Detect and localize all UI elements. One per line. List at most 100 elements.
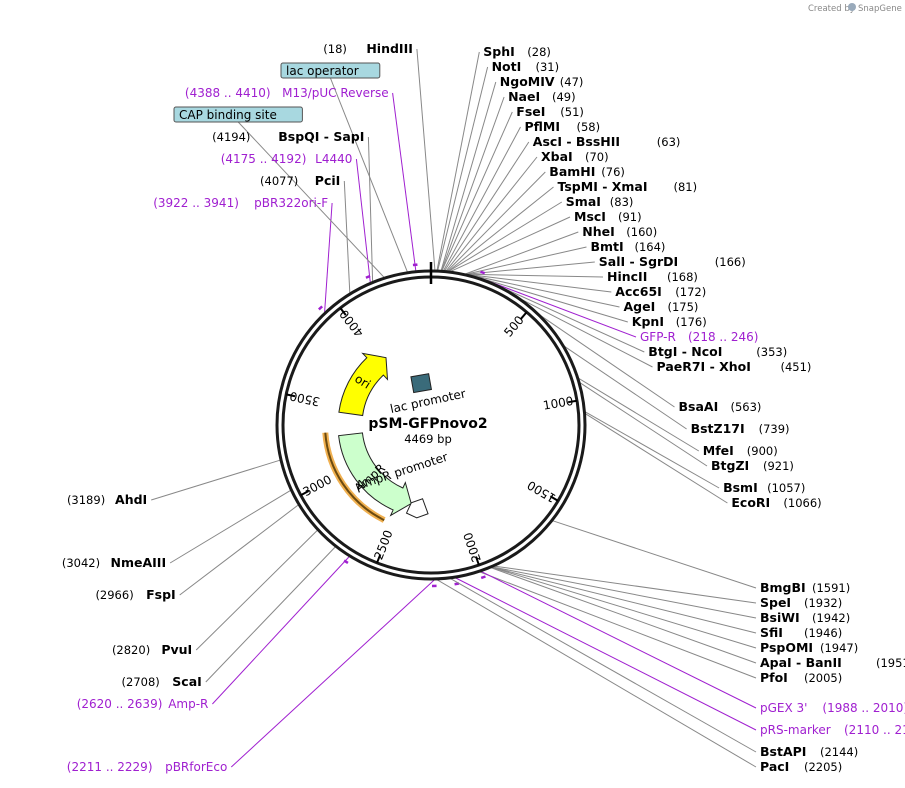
leader-fsei — [441, 111, 513, 271]
site-name: BamHI — [549, 164, 595, 179]
site-ecori[interactable]: EcoRI(1066) — [731, 495, 821, 510]
site-position: (18) — [323, 42, 347, 56]
box-label: CAP binding site — [179, 108, 277, 122]
leader-smai — [448, 201, 563, 272]
site-position: (4077) — [260, 174, 298, 188]
site-bsaai[interactable]: BsaAI(563) — [679, 399, 762, 414]
feature-ori[interactable] — [338, 352, 389, 417]
box-lac-operator[interactable]: lac operator — [280, 62, 381, 79]
site-pspomi[interactable]: PspOMI(1947) — [760, 640, 858, 655]
tick-label: 1000 — [542, 394, 574, 413]
site-name: AscI - BssHII — [533, 134, 620, 149]
leader-bsiwi — [492, 566, 757, 619]
site-name: HincII — [607, 269, 647, 284]
site-sali-sgrdi[interactable]: SalI - SgrDI(166) — [599, 254, 746, 269]
site-fsei[interactable]: FseI(51) — [516, 104, 584, 119]
site-bstapi[interactable]: BstAPI(2144) — [760, 744, 858, 759]
leader-nmeaiii — [169, 489, 291, 564]
label-leader-lines — [151, 48, 757, 768]
site-ngomiv[interactable]: NgoMIV(47) — [500, 74, 584, 89]
site-msci[interactable]: MscI(91) — [574, 209, 642, 224]
leader-pvui — [195, 530, 318, 651]
site-hindiii[interactable]: HindIII(18) — [323, 41, 413, 56]
site-acc65i[interactable]: Acc65I(172) — [615, 284, 706, 299]
site-pbr322ori-f[interactable]: pBR322ori-F(3922 .. 3941) — [153, 196, 328, 210]
site-tspmi-xmai[interactable]: TspMI - XmaI(81) — [558, 179, 698, 194]
site-bamhi[interactable]: BamHI(76) — [549, 164, 625, 179]
site-name: BsaAI — [679, 399, 719, 414]
site-btgi-ncoi[interactable]: BtgI - NcoI(353) — [648, 344, 787, 359]
site-name: MfeI — [703, 443, 734, 458]
site-name: pRS-marker — [760, 723, 831, 737]
site-bmgbi[interactable]: BmgBI(1591) — [760, 580, 850, 595]
site-bsmi[interactable]: BsmI(1057) — [723, 480, 805, 495]
leader-bsmi — [585, 411, 720, 489]
site-nmeaiii[interactable]: NmeAIII(3042) — [62, 555, 166, 570]
site-scai[interactable]: ScaI(2708) — [122, 674, 202, 689]
site-paci[interactable]: PacI(2205) — [760, 759, 842, 774]
site-bsiwi[interactable]: BsiWI(1942) — [760, 610, 850, 625]
site-asci-bsshii[interactable]: AscI - BssHII (63) — [533, 134, 681, 149]
site-name: pGEX 3' — [760, 701, 807, 715]
site-position: (739) — [759, 422, 790, 436]
site-m13-puc-reverse[interactable]: M13/pUC Reverse(4388 .. 4410) — [185, 86, 389, 100]
site-ahdi[interactable]: AhdI(3189) — [67, 492, 147, 507]
site-paer7i-xhoi[interactable]: PaeR7I - XhoI(451) — [657, 359, 812, 374]
tick-label: 3500 — [288, 389, 321, 409]
site-pflmi[interactable]: PflMI(58) — [525, 119, 601, 134]
site-name: FspI — [146, 587, 176, 602]
site-name: NotI — [492, 59, 522, 74]
site-name: PciI — [315, 173, 341, 188]
box-cap-binding-site[interactable]: CAP binding site — [173, 106, 303, 123]
leader-pflmi — [443, 126, 521, 271]
site-name: Amp-R — [168, 697, 208, 711]
leader-hincii — [467, 273, 604, 278]
leader-fspi — [179, 504, 299, 596]
leader-pbr322ori-f — [324, 202, 333, 313]
leader-xbai — [445, 156, 538, 272]
feature-ampr[interactable] — [338, 432, 412, 517]
site-fspi[interactable]: FspI(2966) — [95, 587, 175, 602]
site-noti[interactable]: NotI(31) — [492, 59, 560, 74]
site-bspqi-sapi[interactable]: BspQI - SapI(4194) — [212, 129, 364, 144]
site-amp-r[interactable]: Amp-R(2620 .. 2639) — [77, 697, 209, 711]
site-position: (91) — [618, 210, 642, 224]
site-nhei[interactable]: NheI(160) — [582, 224, 657, 239]
feature-lac-promoter[interactable] — [410, 373, 433, 394]
site-position: (4194) — [212, 130, 250, 144]
site-gfp-r[interactable]: GFP-R(218 .. 246) — [640, 330, 758, 344]
site-name: ScaI — [172, 674, 202, 689]
site-position: (1942) — [812, 611, 850, 625]
site-name: TspMI - XmaI — [558, 179, 648, 194]
site-position: (63) — [657, 135, 681, 149]
site-hincii[interactable]: HincII(168) — [607, 269, 698, 284]
site-pfoi[interactable]: PfoI(2005) — [760, 670, 842, 685]
primer-mark-prs-marker — [454, 582, 460, 586]
credit-prefix: Created by — [808, 4, 855, 14]
site-mfei[interactable]: MfeI(900) — [703, 443, 778, 458]
site-pgex-3[interactable]: pGEX 3'(1988 .. 2010) — [760, 701, 905, 715]
site-prs-marker[interactable]: pRS-marker(2110 .. 2129) — [760, 723, 905, 737]
site-spei[interactable]: SpeI(1932) — [760, 595, 842, 610]
site-name: BmtI — [591, 239, 624, 254]
site-agei[interactable]: AgeI(175) — [624, 299, 699, 314]
site-btgzi[interactable]: BtgZI(921) — [711, 458, 794, 473]
tick-label: 4000 — [337, 307, 367, 340]
site-naei[interactable]: NaeI(49) — [508, 89, 576, 104]
site-apai-banii[interactable]: ApaI - BanII(1951) — [760, 655, 905, 670]
leader-bspqi-sapi — [367, 136, 374, 282]
feature-ampr-promoter[interactable] — [404, 498, 429, 521]
site-xbai[interactable]: XbaI(70) — [541, 149, 609, 164]
site-bstz17i[interactable]: BstZ17I(739) — [691, 421, 790, 436]
site-bmti[interactable]: BmtI(164) — [591, 239, 666, 254]
site-pbrforeco[interactable]: pBRforEco(2211 .. 2229) — [67, 760, 228, 774]
site-smai[interactable]: SmaI(83) — [566, 194, 634, 209]
site-position: (4388 .. 4410) — [185, 86, 271, 100]
site-l4440[interactable]: L4440(4175 .. 4192) — [221, 152, 353, 166]
site-kpni[interactable]: KpnI(176) — [632, 314, 707, 329]
site-pvui[interactable]: PvuI(2820) — [112, 642, 192, 657]
site-pcii[interactable]: PciI (4077) — [260, 173, 340, 188]
site-sfii[interactable]: SfiI(1946) — [760, 625, 842, 640]
site-sphi[interactable]: SphI(28) — [483, 44, 551, 59]
